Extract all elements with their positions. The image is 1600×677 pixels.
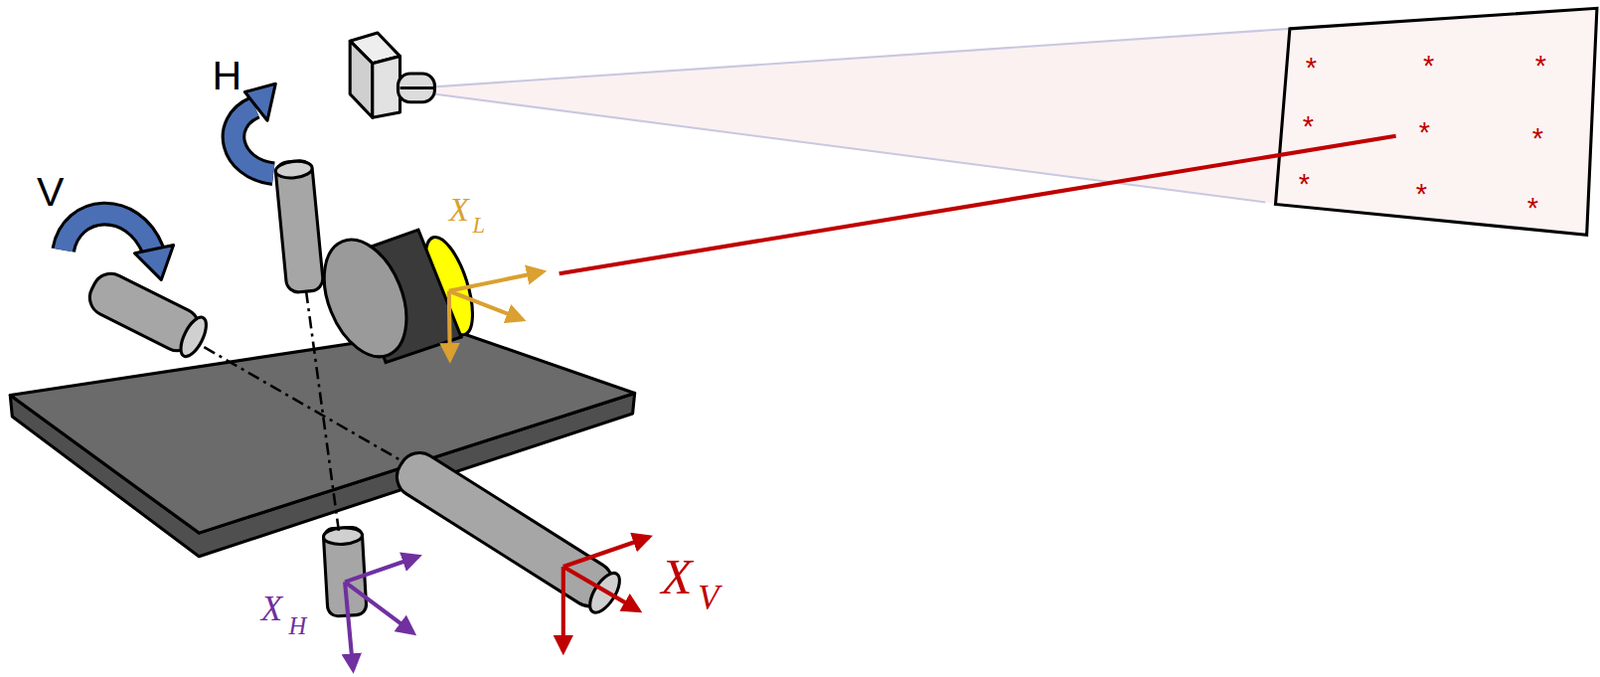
frame-symbol: X (449, 193, 470, 227)
axis-label: H (212, 55, 243, 97)
vertical-axis-rod (389, 445, 627, 618)
rotation-arrow-v (63, 213, 174, 280)
target-marker: * (1298, 169, 1310, 199)
target-marker: * (1305, 53, 1317, 83)
axis-label: V (36, 171, 64, 213)
vertical-frame (563, 536, 649, 651)
horizontal-frame (344, 556, 419, 670)
target-marker: * (1535, 51, 1547, 81)
frame-subscript: L (472, 214, 485, 238)
target-marker: * (1527, 193, 1539, 223)
horizontal-axis-line (306, 291, 339, 531)
horizontal-axis-rod (275, 160, 324, 294)
target-marker: * (1416, 179, 1428, 209)
screen (1275, 7, 1597, 235)
camera (349, 32, 435, 118)
laser-beam (559, 136, 1397, 275)
target-marker: * (1532, 124, 1544, 154)
laser-frame (449, 271, 543, 359)
frame-symbol: X (660, 550, 692, 602)
base-plate (9, 328, 635, 557)
vertical-axis-line (203, 346, 408, 465)
frame-subscript: H (289, 614, 308, 640)
frame-symbol: X (261, 592, 283, 628)
target-marker: * (1302, 112, 1314, 142)
view-ray (433, 94, 1266, 203)
vertical-axis-rod (83, 267, 212, 360)
rotation-arrow-h (233, 83, 276, 173)
camera-view (433, 28, 1289, 205)
target-marker: * (1423, 51, 1435, 81)
target-marker: * (1419, 118, 1431, 148)
laser (308, 227, 482, 369)
view-ray (433, 28, 1289, 88)
frame-subscript: V (697, 581, 719, 617)
